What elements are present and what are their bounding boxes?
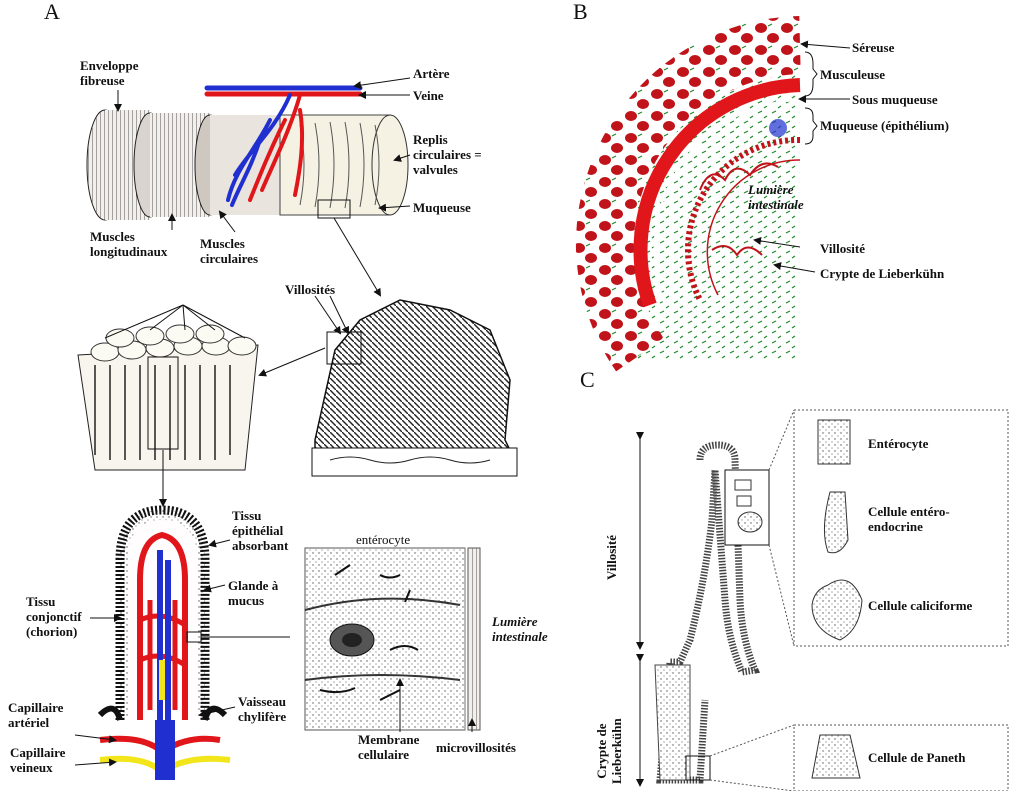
label-musculeuse: Musculeuse — [820, 67, 885, 82]
villi-closeup-drawing — [312, 300, 517, 476]
label-microvillosites: microvillosités — [436, 740, 516, 755]
label-membrane-cellulaire: Membrane cellulaire — [358, 732, 419, 762]
label-artere: Artère — [413, 66, 450, 81]
label-villosite-b: Villosité — [820, 241, 865, 256]
label-lumiere-a: Lumière intestinale — [492, 614, 548, 644]
label-muqueuse-epithelium: Muqueuse (épithélium) — [820, 118, 949, 133]
panel-a-letter: A — [44, 4, 60, 19]
label-enveloppe-fibreuse: Enveloppe fibreuse — [80, 58, 139, 88]
intestine-tube-drawing — [87, 110, 408, 220]
label-cellule-entero-endocrine: Cellule entéro- endocrine — [868, 504, 950, 534]
label-muscles-longitudinaux: Muscles longitudinaux — [90, 229, 167, 259]
villus-crypt-drawing — [640, 438, 769, 785]
label-crypte-c: Crypte de Lieberkühn — [594, 718, 624, 784]
label-sereuse: Séreuse — [852, 40, 894, 55]
label-tissu-epithelial: Tissu épithélial absorbant — [232, 508, 288, 553]
label-enterocyte-c: Entérocyte — [868, 436, 928, 451]
label-sous-muqueuse: Sous muqueuse — [852, 92, 938, 107]
enterocyte-zoom-drawing — [305, 548, 480, 732]
label-muqueuse-a: Muqueuse — [413, 200, 471, 215]
label-tissu-conjonctif: Tissu conjonctif (chorion) — [26, 594, 82, 639]
label-lumiere-b: Lumière intestinale — [748, 182, 804, 212]
label-capillaire-arteriel: Capillaire artériel — [8, 700, 63, 730]
label-cellule-caliciforme: Cellule caliciforme — [868, 598, 972, 613]
label-cellule-paneth: Cellule de Paneth — [868, 750, 966, 765]
label-veine: Veine — [413, 88, 444, 103]
label-crypte-b: Crypte de Lieberkühn — [820, 266, 944, 281]
label-replis-circulaires: Replis circulaires = valvules — [413, 132, 482, 177]
panel-b-letter: B — [573, 4, 588, 19]
label-villosites: Villosités — [285, 282, 335, 297]
label-muscles-circulaires: Muscles circulaires — [200, 236, 258, 266]
panel-c-letter: C — [580, 372, 595, 387]
label-villosite-c: Villosité — [604, 535, 619, 580]
label-vaisseau-chylifere: Vaisseau chylifère — [238, 694, 286, 724]
label-enterocyte-a: entérocyte — [356, 532, 410, 547]
label-glande-mucus: Glande à mucus — [228, 578, 278, 608]
mucosa-block-drawing — [78, 305, 258, 470]
label-capillaire-veineux: Capillaire veineux — [10, 745, 65, 775]
